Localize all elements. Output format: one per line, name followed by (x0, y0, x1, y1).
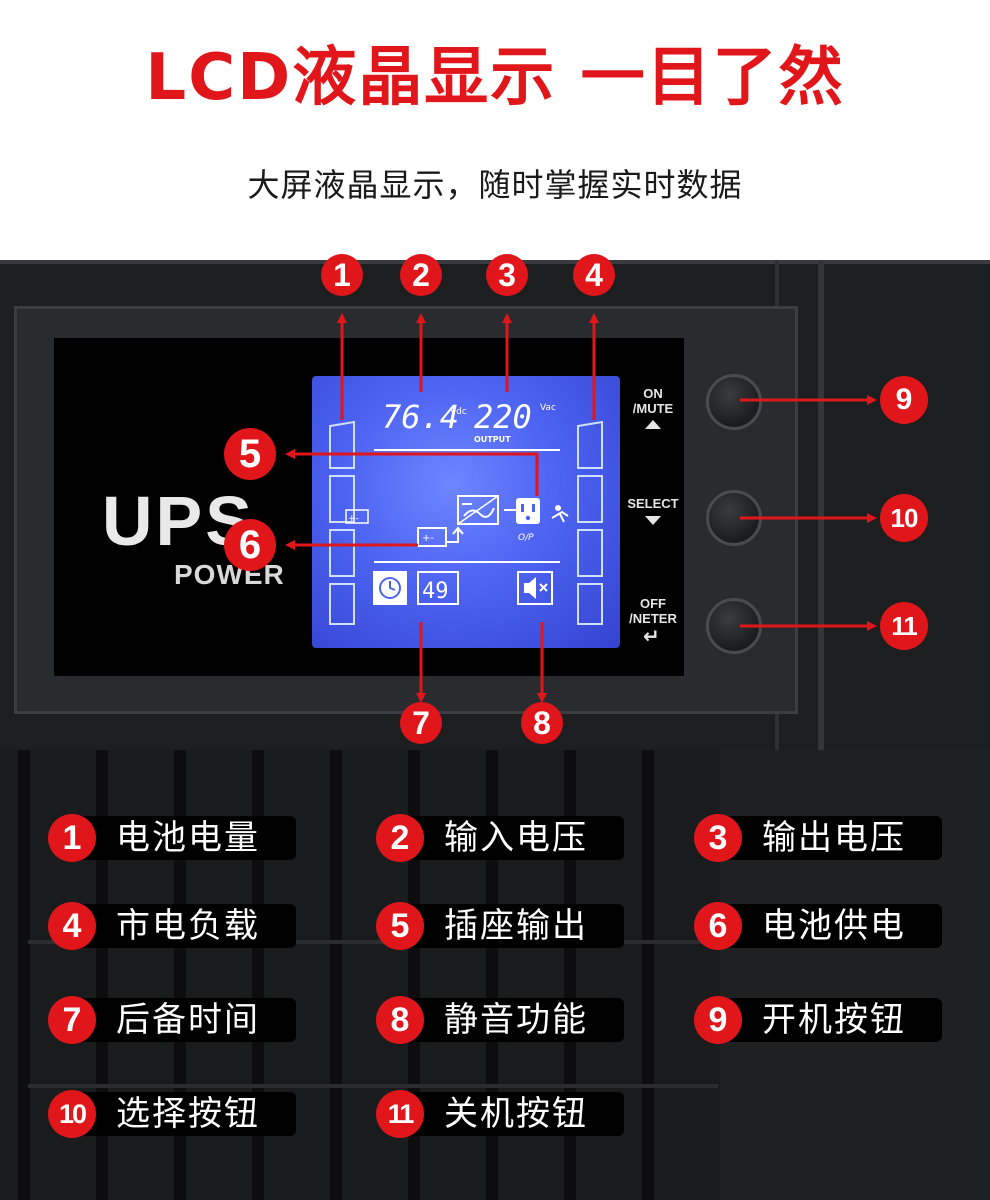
vent-bar (28, 940, 718, 944)
enter-arrow-icon: ↵ (643, 624, 660, 648)
device-seam (818, 260, 824, 750)
callout-11: 11 (880, 602, 928, 650)
lcd-screen: 76.4 Vdc 220 Vac OUTPUT +- (312, 376, 620, 648)
legend-item-6: 6 电池供电 (694, 902, 944, 950)
on-mute-label: ON /MUTE (622, 386, 684, 416)
legend-pill (72, 1092, 296, 1136)
output-unit: Vac (540, 403, 556, 413)
legend-number: 11 (376, 1090, 424, 1138)
legend-pill (72, 998, 296, 1042)
legend-item-1: 1 电池电量 (48, 814, 298, 862)
select-label: SELECT (627, 496, 679, 511)
vent-bar (28, 1084, 718, 1088)
legend-label: 输入电压 (444, 818, 588, 858)
legend-number: 9 (694, 996, 742, 1044)
callout-5: 5 (224, 428, 276, 480)
legend-number: 6 (694, 902, 742, 950)
legend-pill (400, 998, 624, 1042)
legend-pill (400, 816, 624, 860)
legend-item-3: 3 输出电压 (694, 814, 944, 862)
subheadline: 大屏液晶显示，随时掌握实时数据 (247, 166, 743, 204)
legend-label: 静音功能 (444, 1000, 588, 1040)
legend-item-11: 11 关机按钮 (376, 1090, 626, 1138)
callout-3: 3 (486, 254, 528, 296)
legend-item-2: 2 输入电压 (376, 814, 626, 862)
triangle-down-icon (645, 516, 661, 525)
clock-icon (373, 571, 407, 605)
legend-label: 市电负载 (116, 906, 260, 946)
on-mute-label-line1: ON (643, 386, 663, 401)
headline: LCD液晶显示 一目了然 (145, 41, 845, 115)
inverter-icon (457, 495, 499, 525)
legend-label: 输出电压 (762, 818, 906, 858)
legend-item-9: 9 开机按钮 (694, 996, 944, 1044)
callout-2: 2 (400, 254, 442, 296)
input-voltage-readout: 76.4 (382, 398, 459, 436)
output-voltage-readout: 220 (474, 398, 532, 436)
op-label: O/P (518, 533, 534, 543)
outlet-icon (504, 498, 540, 524)
legend-pill (718, 998, 942, 1042)
legend-item-10: 10 选择按钮 (48, 1090, 298, 1138)
legend-area: 1 电池电量 2 输入电压 3 输出电压 4 市电负载 5 插座输出 6 电池供… (0, 750, 990, 1200)
input-unit: Vdc (450, 407, 467, 417)
callout-1: 1 (321, 254, 363, 296)
mute-icon (517, 571, 553, 605)
legend-number: 10 (48, 1090, 96, 1138)
triangle-up-icon (645, 420, 661, 429)
legend-label: 电池供电 (762, 906, 906, 946)
callout-10: 10 (880, 494, 928, 542)
off-neter-label-line2: /NETER (629, 611, 677, 626)
on-mute-label-line2: /MUTE (632, 401, 674, 416)
legend-number: 2 (376, 814, 424, 862)
legend-item-8: 8 静音功能 (376, 996, 626, 1044)
select-button[interactable] (706, 490, 762, 546)
legend-pill (718, 816, 942, 860)
callout-4: 4 (573, 254, 615, 296)
legend-item-7: 7 后备时间 (48, 996, 298, 1044)
callout-6: 6 (224, 519, 276, 571)
output-label: OUTPUT (474, 435, 511, 444)
off-neter-label-line1: OFF (640, 596, 666, 611)
lcd-graphics: 76.4 Vdc 220 Vac OUTPUT +- (329, 398, 603, 625)
legend-number: 4 (48, 902, 96, 950)
ups-device-front: UPS POWER 76.4 (0, 260, 990, 750)
legend-number: 7 (48, 996, 96, 1044)
legend-label: 后备时间 (116, 1000, 260, 1040)
svg-text:+-: +- (422, 533, 434, 544)
backup-time-readout: 49 (422, 579, 449, 604)
legend-label: 开机按钮 (762, 1000, 906, 1040)
load-level-bar (577, 420, 603, 625)
load-icon (551, 505, 569, 523)
svg-text:+-: +- (348, 514, 359, 524)
battery-icon: +- (345, 509, 369, 524)
callout-arrow-5 (285, 449, 539, 496)
callout-7: 7 (400, 702, 442, 744)
callout-9: 9 (880, 376, 928, 424)
header: LCD液晶显示 一目了然 大屏液晶显示，随时掌握实时数据 (0, 0, 990, 260)
vent-slot (18, 750, 30, 1200)
legend-item-5: 5 插座输出 (376, 902, 626, 950)
legend-pill (718, 904, 942, 948)
legend-label: 插座输出 (444, 906, 588, 946)
legend-pill (400, 904, 624, 948)
backup-time-box (417, 571, 459, 605)
legend-number: 5 (376, 902, 424, 950)
legend-label: 选择按钮 (116, 1094, 260, 1134)
legend-pill (72, 816, 296, 860)
on-mute-button[interactable] (706, 374, 762, 430)
legend-item-4: 4 市电负载 (48, 902, 298, 950)
callout-8: 8 (521, 702, 563, 744)
legend-pill (400, 1092, 624, 1136)
legend-number: 1 (48, 814, 96, 862)
off-neter-label: OFF /NETER (620, 596, 686, 626)
battery-mode-icon: +- (417, 526, 464, 547)
legend-number: 8 (376, 996, 424, 1044)
legend-number: 3 (694, 814, 742, 862)
legend-label: 关机按钮 (444, 1094, 588, 1134)
legend-pill (72, 904, 296, 948)
legend-label: 电池电量 (116, 818, 260, 858)
